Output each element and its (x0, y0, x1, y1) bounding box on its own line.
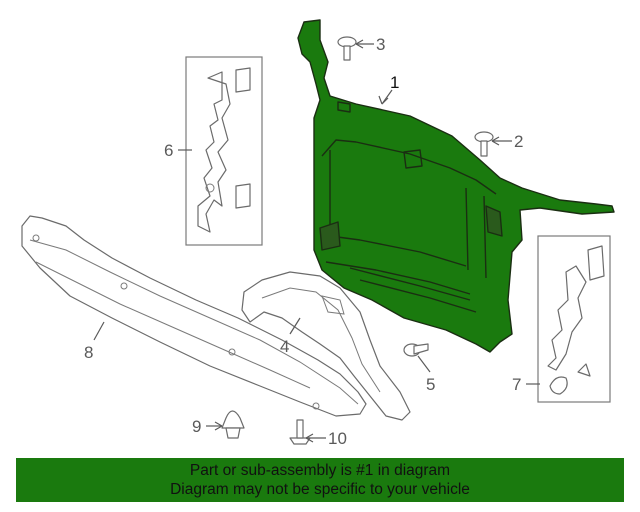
svg-text:4: 4 (280, 337, 289, 356)
bolt-part-2 (474, 131, 494, 157)
banner-line-2: Diagram may not be specific to your vehi… (170, 481, 470, 498)
svg-text:6: 6 (164, 141, 173, 160)
callout-9: 9 (192, 417, 223, 436)
parts-diagram: 1 2 3 4 5 6 7 8 9 10 (21, 19, 615, 448)
clip-part-9 (221, 410, 245, 439)
banner-line-1: Part or sub-assembly is #1 in diagram (189, 462, 451, 479)
radiator-support-part-1 (297, 19, 615, 353)
svg-text:8: 8 (84, 343, 93, 362)
callout-6: 6 (164, 141, 192, 160)
svg-text:1: 1 (390, 73, 399, 92)
lower-deflector-part-8 (21, 215, 367, 417)
svg-text:5: 5 (426, 375, 435, 394)
svg-text:9: 9 (192, 417, 201, 436)
bolt-part-3 (337, 36, 357, 61)
callout-1: 1 (378, 73, 399, 105)
info-banner: Part or sub-assembly is #1 in diagram Di… (16, 458, 624, 502)
svg-text:2: 2 (514, 132, 523, 151)
callout-10: 10 (305, 429, 347, 448)
callout-3: 3 (355, 35, 385, 54)
svg-text:3: 3 (376, 35, 385, 54)
callout-8: 8 (84, 321, 105, 362)
callout-7: 7 (512, 375, 540, 394)
svg-text:7: 7 (512, 375, 521, 394)
pushpin-part-10 (289, 419, 311, 445)
bracket-part-4 (241, 271, 411, 421)
callout-4: 4 (280, 317, 301, 356)
inset-box-6 (185, 56, 263, 246)
callout-5: 5 (417, 355, 435, 394)
callout-2: 2 (491, 132, 523, 151)
inset-box-7 (537, 235, 611, 403)
bolt-part-5 (403, 343, 429, 357)
svg-text:10: 10 (328, 429, 347, 448)
